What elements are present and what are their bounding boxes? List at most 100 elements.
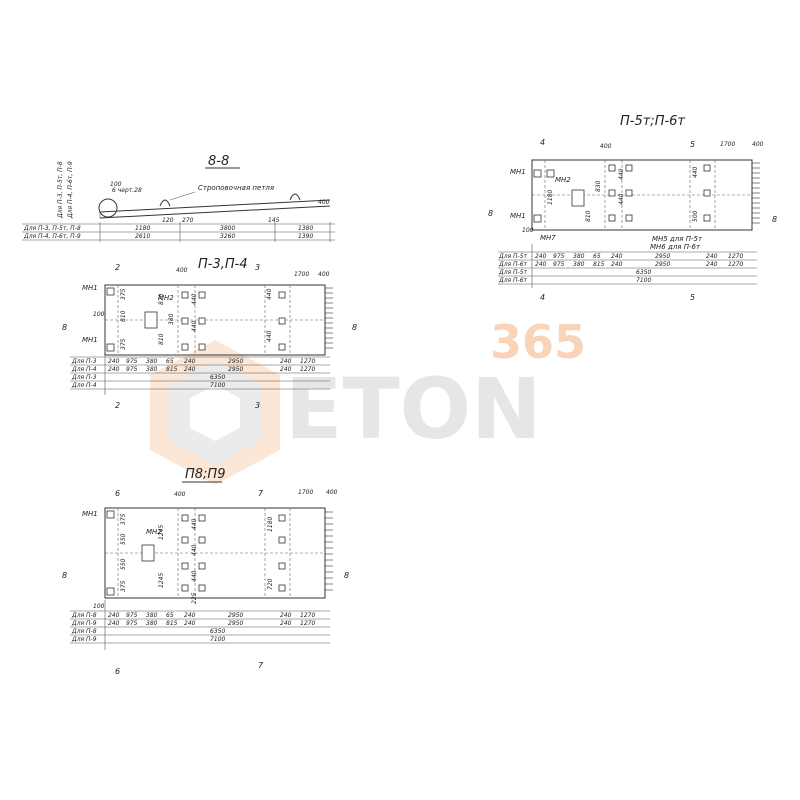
dim-label: 550 (120, 533, 127, 545)
row-label: Для П-3, П-5т, П-8 (23, 225, 81, 232)
dim-label: 500 (692, 210, 699, 222)
row-label: Для П-5т (498, 253, 528, 260)
section-mark: 4 (540, 138, 545, 147)
section-mark: 7 (258, 661, 264, 670)
dim-value: 975 (126, 612, 138, 619)
dim-value: 240 (108, 358, 120, 365)
dim-label: 100 (110, 181, 122, 188)
row-label: Для П-9 (71, 620, 97, 627)
dim-value: 240 (184, 612, 196, 619)
dim-label: 1700 (720, 141, 735, 148)
dim-value: 240 (535, 261, 547, 268)
dim-value: 3260 (220, 233, 235, 240)
dim-label: 145 (268, 217, 280, 224)
vertical-label: Для П-3, П-5т, П-8 (57, 161, 64, 219)
section-mark: 7 (258, 489, 264, 498)
section-mark: 3 (255, 401, 260, 410)
section-mark: 8 (62, 571, 67, 580)
dim-value: 975 (126, 366, 138, 373)
row-label: Для П-6т (498, 261, 528, 268)
section-mark: 6 (115, 489, 120, 498)
dim-label: 225 (191, 592, 198, 604)
panel-p8-p9: П8;П9 6 7 400 1700 400 (62, 467, 349, 676)
dim-label: 400 (176, 267, 188, 274)
dim-label: 810 (158, 333, 165, 345)
row-values: 240 975 380 65 240 2950 240 1270 240 975… (108, 612, 315, 643)
dim-label: 400 (326, 489, 338, 496)
dim-value: 380 (146, 358, 158, 365)
mark-label: МН1 (510, 212, 526, 220)
row-label: Для П-8 (71, 628, 97, 635)
dim-value: 6350 (210, 628, 225, 635)
sling-label: Строповочная петля (198, 184, 274, 192)
dim-value: 2950 (228, 612, 243, 619)
mark-label: МН2 (555, 176, 571, 184)
dim-label: 1180 (547, 190, 554, 205)
dim-label: 100 (93, 603, 105, 610)
dim-label: 550 (120, 558, 127, 570)
dim-value: 240 (280, 612, 292, 619)
dim-value: 2950 (228, 366, 243, 373)
vertical-label: Для П-4, П-6т, П-9 (67, 161, 74, 219)
section-mark: 2 (115, 263, 120, 272)
dim-label: 440 (618, 168, 625, 180)
dim-value: 815 (593, 261, 605, 268)
dim-value: 380 (146, 366, 158, 373)
dim-label: 100 (93, 311, 105, 318)
dim-value: 2950 (228, 620, 243, 627)
mark-label: МН1 (82, 284, 98, 292)
edge-hatch (325, 287, 333, 349)
dim-value: 240 (535, 253, 547, 260)
section-mark: 8 (344, 571, 349, 580)
dim-value: 1270 (300, 358, 315, 365)
watermark-number: 365 (490, 315, 586, 369)
dim-value: 240 (706, 253, 718, 260)
dim-value: 380 (146, 612, 158, 619)
dim-value: 65 (166, 358, 174, 365)
row-label: Для П-4 (71, 382, 97, 389)
row-values: 240 975 380 65 240 2950 240 1270 240 975… (108, 358, 315, 389)
dim-label: 375 (120, 288, 127, 300)
dim-value: 65 (593, 253, 601, 260)
dim-label: 400 (318, 271, 330, 278)
dim-label: 440 (191, 570, 198, 582)
dim-value: 240 (280, 366, 292, 373)
dim-label: 400 (600, 143, 612, 150)
dim-label: 440 (618, 193, 625, 205)
dim-value: 240 (184, 366, 196, 373)
dim-value: 1270 (728, 261, 743, 268)
dim-value: 975 (126, 620, 138, 627)
edge-hatch (325, 511, 333, 591)
section-mark: 3 (255, 263, 260, 272)
dim-value: 240 (280, 620, 292, 627)
dim-value: 240 (611, 253, 623, 260)
dim-label: 375 (120, 513, 127, 525)
section-mark: 8 (488, 209, 493, 218)
section-mark: 6 (115, 667, 120, 676)
dim-label: 1700 (298, 489, 313, 496)
row-label: Для П-3 (71, 374, 97, 381)
dim-value: 240 (184, 620, 196, 627)
dim-label: 440 (692, 166, 699, 178)
section-mark: 8 (62, 323, 67, 332)
dim-label: 830 (595, 180, 602, 192)
section-mark: 5 (690, 293, 695, 302)
row-label: Для П-4 (71, 366, 97, 373)
row-label: Для П-8 (71, 612, 97, 619)
row-label: Для П-3 (71, 358, 97, 365)
dim-label: 1700 (294, 271, 309, 278)
dim-value: 1380 (298, 225, 313, 232)
row-label: Для П-5т (498, 269, 528, 276)
row-label: Для П-4, П-6т, П-9 (23, 233, 81, 240)
dim-label: 400 (174, 491, 186, 498)
dim-value: 6350 (636, 269, 651, 276)
dim-value: 975 (553, 261, 565, 268)
dim-value: 2950 (655, 253, 670, 260)
dim-value: 240 (280, 358, 292, 365)
panel-p5t-p6t: П-5т;П-6т 4 5 400 1700 400 (488, 114, 777, 302)
dim-label: 1180 (267, 517, 274, 532)
section-mark: 4 (540, 293, 545, 302)
dim-label: 810 (120, 310, 127, 322)
section-mark: 8 (352, 323, 357, 332)
